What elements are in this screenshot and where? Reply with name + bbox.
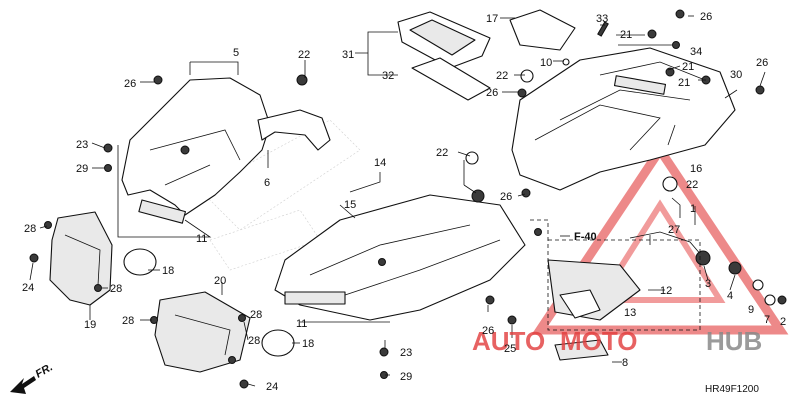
callout-11: 11	[196, 233, 207, 245]
callout-28: 28	[24, 223, 36, 235]
part-18-grommet-ring	[123, 248, 157, 276]
part-9-washer	[752, 279, 764, 291]
callout-18: 18	[162, 265, 174, 277]
callout-18b: 18	[302, 338, 314, 350]
part-3-socket	[695, 250, 711, 266]
callout-33: 33	[596, 13, 608, 25]
part-7-washer	[764, 294, 776, 306]
part-5-fender	[121, 77, 271, 224]
callout-13: 13	[624, 307, 636, 319]
direction-label: FR.	[34, 361, 55, 380]
part-19-side-panel	[49, 211, 113, 306]
callout-27: 27	[668, 224, 680, 236]
part-20-side-panel	[154, 291, 251, 373]
callout-28d: 28	[250, 309, 262, 321]
callout-8: 8	[622, 357, 628, 369]
leader-lines	[29, 15, 766, 387]
section-ref-label: F-40	[574, 231, 597, 243]
background-hatch	[199, 119, 361, 271]
callout-29b: 29	[400, 371, 412, 383]
callout-28e: 28	[248, 335, 260, 347]
callout-1: 1	[690, 203, 696, 215]
callout-10: 10	[540, 57, 552, 69]
diagram-code: HR49F1200	[705, 384, 759, 395]
part-16-carrier	[511, 47, 736, 191]
callout-3: 3	[705, 278, 711, 290]
callout-22: 22	[298, 49, 310, 61]
callout-12: 12	[660, 285, 672, 297]
callout-26d: 26	[700, 11, 712, 23]
callout-23: 23	[76, 139, 88, 151]
callout-4: 4	[727, 290, 733, 302]
callout-11b: 11	[296, 318, 307, 330]
part-8-bracket	[554, 339, 609, 361]
callout-31: 31	[342, 49, 354, 61]
watermark-text-moto: MOTO	[560, 326, 638, 356]
part-1-harness	[629, 231, 703, 257]
callout-26f: 26	[482, 325, 494, 337]
callout-26e: 26	[756, 57, 768, 69]
callout-21: 21	[620, 29, 632, 41]
callout-25: 25	[504, 343, 516, 355]
callout-24b: 24	[266, 381, 278, 393]
part-18-grommet-ring	[261, 329, 295, 357]
callout-22b: 22	[496, 70, 508, 82]
callout-26: 26	[124, 78, 136, 90]
callout-15: 15	[344, 199, 356, 211]
callout-26c: 26	[500, 191, 512, 203]
callout-17: 17	[486, 13, 498, 25]
callout-28b: 28	[110, 283, 122, 295]
part-4-cap	[728, 261, 742, 275]
part-32-seal	[411, 57, 491, 101]
front-direction-arrow: FR.	[10, 361, 55, 394]
fasteners	[29, 9, 765, 389]
callout-21c: 21	[678, 77, 690, 89]
callout-14: 14	[374, 157, 386, 169]
part-31-lid	[397, 11, 491, 69]
callout-20: 20	[214, 275, 226, 287]
callout-16: 16	[690, 163, 702, 175]
callout-28c: 28	[122, 315, 134, 327]
callout-6: 6	[264, 177, 270, 189]
callout-2: 2	[780, 316, 786, 328]
callout-22d: 22	[686, 179, 698, 191]
part-6-bracket	[257, 109, 331, 151]
callout-7: 7	[764, 314, 770, 326]
part-14-center-cover	[274, 194, 526, 321]
callout-29: 29	[76, 163, 88, 175]
callout-21b: 21	[682, 61, 694, 73]
callout-34: 34	[690, 46, 702, 58]
part-13-clip	[559, 289, 601, 319]
callout-19: 19	[84, 319, 96, 331]
callout-5: 5	[233, 47, 239, 59]
callout-23b: 23	[400, 347, 412, 359]
part-17-cover	[509, 9, 576, 51]
watermark-text-hub: HUB	[706, 326, 762, 356]
callout-22c: 22	[436, 147, 448, 159]
callout-32: 32	[382, 70, 394, 82]
callout-26b: 26	[486, 87, 498, 99]
part-2-nut	[777, 295, 787, 305]
callout-24: 24	[22, 282, 34, 294]
callout-30: 30	[730, 69, 742, 81]
callout-9: 9	[748, 304, 754, 316]
callout-labels: 1 2 3 4 5 6 7 8 9 10 11 11 12 13 14 15 1…	[22, 11, 786, 393]
watermark-text-auto: AUTO	[472, 326, 545, 356]
